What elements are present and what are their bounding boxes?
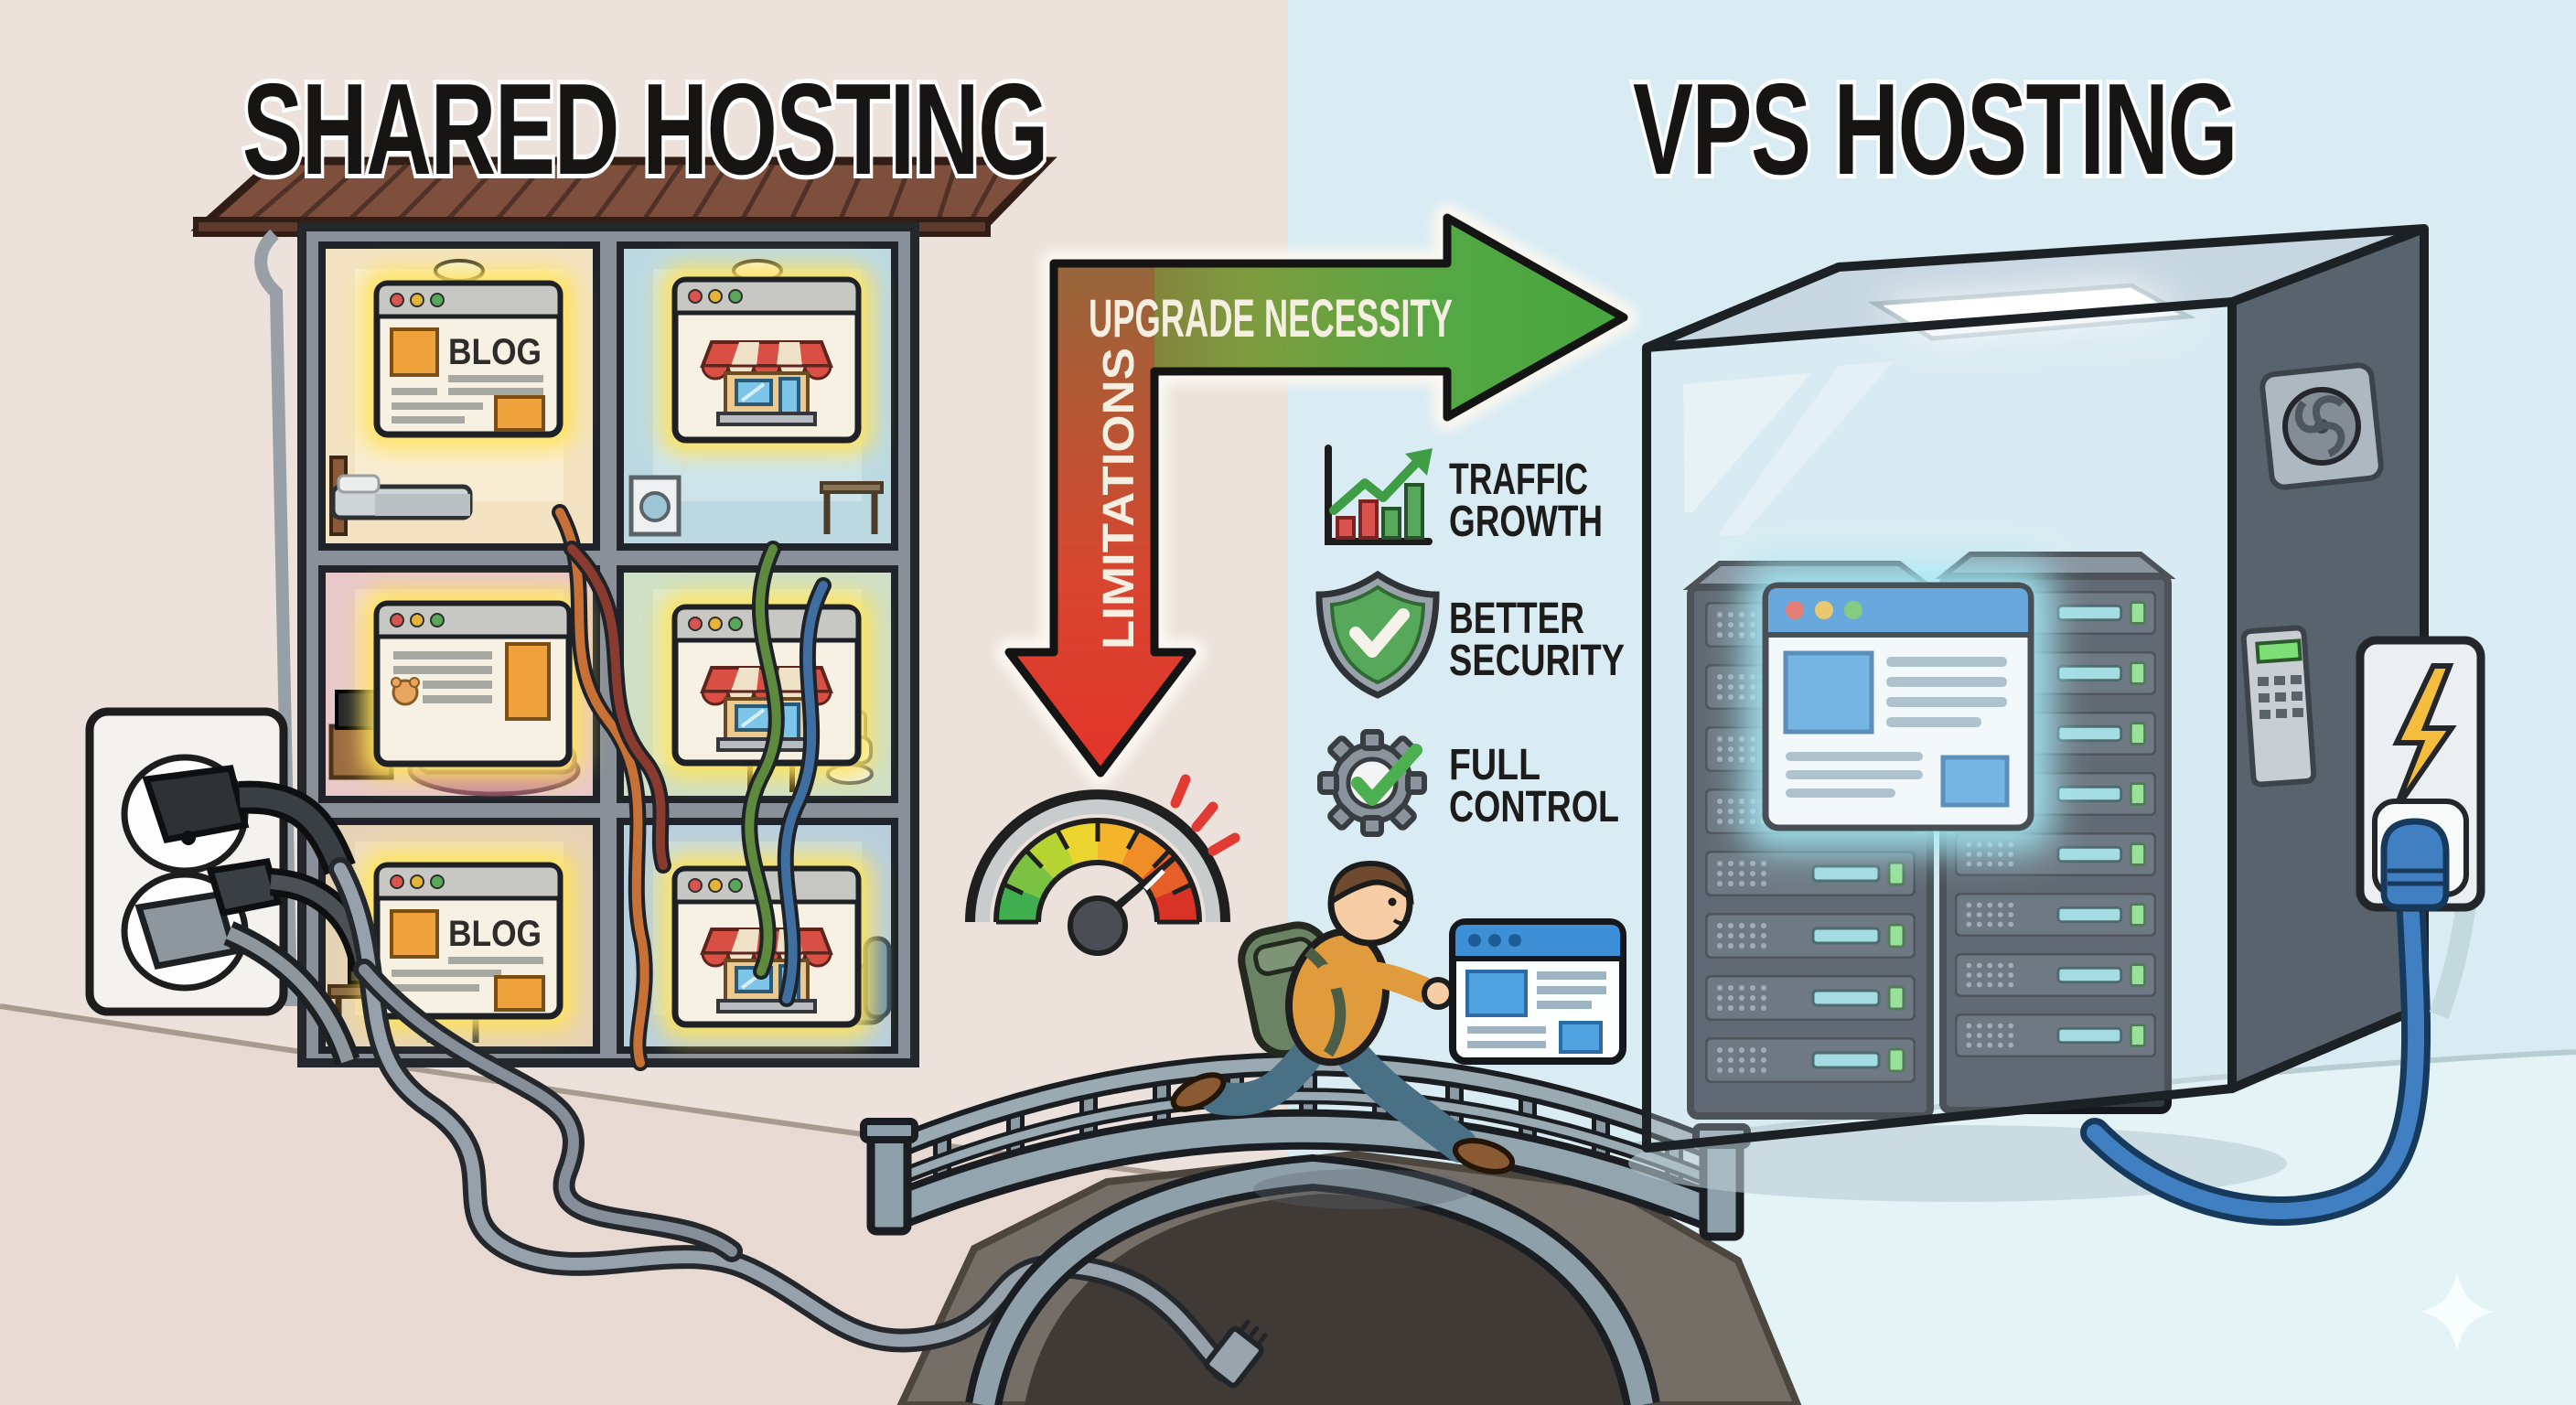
ethernet-connector — [1204, 1319, 1268, 1389]
vps-glass-case — [1628, 224, 2429, 1202]
front-shoe — [1452, 1138, 1516, 1174]
cooling-fan — [2259, 362, 2384, 490]
blue-plug — [2380, 818, 2450, 911]
blog-label-top: BLOG — [448, 332, 542, 372]
browser-dot-green — [1844, 601, 1862, 619]
vps-power-cable — [2080, 874, 2431, 1226]
shared-hosting-house: BLOG — [190, 156, 1057, 1071]
room-living-shop — [617, 818, 898, 1054]
bridge-deck — [886, 1116, 1730, 1228]
benefit-label-security: SECURITY — [1449, 637, 1625, 685]
traffic-growth-chart-icon — [1325, 445, 1433, 545]
benefit-label-growth: GROWTH — [1449, 498, 1603, 546]
case-glass-front — [1647, 302, 2232, 1148]
back-shoe — [1170, 1072, 1227, 1112]
upgrade-arrow-label: UPGRADE NECESSITY — [1089, 289, 1453, 349]
shared-hosting-title: SHARED HOSTING — [242, 57, 1047, 202]
upgrade-limitations-arrows: UPGRADE NECESSITY LIMITATIONS — [995, 204, 1637, 787]
browser-dot-green — [430, 293, 445, 307]
blog-browser-window-middle — [362, 589, 584, 778]
full-control-gear-icon — [1317, 729, 1427, 837]
gauge-hub — [1068, 896, 1128, 956]
overloaded-wall-outlet — [85, 707, 378, 1066]
benefit-label-control: CONTROL — [1449, 783, 1619, 831]
eye — [1388, 897, 1397, 906]
blog-browser-window-top: BLOG — [362, 269, 574, 449]
browser-dot-yellow — [410, 293, 424, 307]
blog-browser-window-bottom: BLOG — [362, 851, 574, 1031]
tangled-house-cables — [552, 504, 832, 1071]
hand — [1422, 977, 1454, 1010]
room-pink-bedroom — [318, 565, 600, 803]
front-arm — [1315, 960, 1436, 1003]
access-keypad — [2240, 625, 2317, 788]
vps-wall-outlet — [2356, 636, 2485, 1019]
browser-dot-yellow — [1815, 601, 1833, 619]
lightning-bolt-icon — [2392, 663, 2457, 812]
browser-dot-red — [390, 293, 404, 307]
better-security-shield-icon — [1315, 570, 1440, 699]
browser-dot-red — [1786, 601, 1804, 619]
case-top-face — [1647, 229, 2424, 348]
benefits-list: TRAFFIC GROWTH BETTER SECURITY FULL CONT… — [1315, 445, 1625, 837]
vps-website-window — [1744, 563, 2053, 851]
shop-browser-window-top — [660, 265, 873, 455]
running-person — [1170, 860, 1516, 1209]
hair — [1327, 860, 1414, 907]
website-window-carried — [1449, 918, 1626, 1065]
person-shadow — [1253, 1169, 1473, 1209]
backpack-strap — [1304, 947, 1347, 1057]
smile — [1392, 917, 1411, 926]
speedometer-gauge — [965, 774, 1240, 956]
room-shop-blue — [617, 241, 898, 551]
blog-label-bottom: BLOG — [448, 914, 542, 954]
benefit-label-traffic: TRAFFIC — [1449, 456, 1588, 504]
sparkle-icon — [2420, 1273, 2494, 1350]
gutter-downspout — [254, 229, 297, 1007]
front-leg — [1329, 1030, 1477, 1163]
power-plug-top — [142, 765, 356, 875]
vps-hosting-title: VPS HOSTING — [1633, 57, 2237, 202]
room-blog-bedroom: BLOG — [318, 241, 600, 551]
alert-ticks — [1170, 774, 1240, 856]
benefit-label-better: BETTER — [1449, 595, 1584, 643]
limitations-arrow-label: LIMITATIONS — [1095, 348, 1143, 649]
benefit-label-full: FULL — [1449, 741, 1540, 789]
back-leg — [1200, 1026, 1332, 1116]
room-office-blog: BLOG — [318, 818, 600, 1054]
